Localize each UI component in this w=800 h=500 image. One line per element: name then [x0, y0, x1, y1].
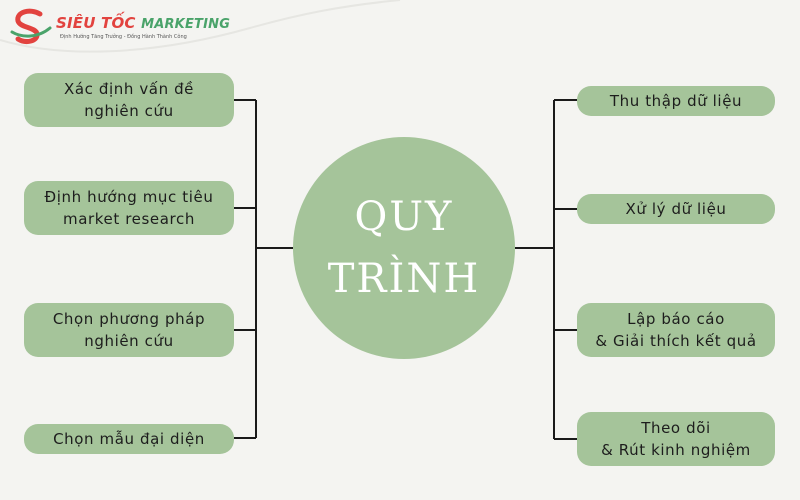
left-step-2: Chọn phương pháp nghiên cứu [24, 303, 234, 357]
left-step-label: Chọn mẫu đại diện [53, 430, 205, 448]
center-node: QUY TRÌNH [293, 137, 515, 359]
right-step-0: Thu thập dữ liệu [577, 86, 775, 116]
left-step-label: Chọn phương pháp nghiên cứu [52, 310, 206, 350]
brand-name: SIÊU TỐC MARKETING [56, 14, 230, 32]
brand-tagline: Định Hướng Tăng Trưởng - Đồng Hành Thành… [60, 34, 187, 40]
right-step-2: Lập báo cáo & Giải thích kết quả [577, 303, 775, 357]
left-step-label: Xác định vấn đề nghiên cứu [63, 80, 195, 120]
right-step-label: Xử lý dữ liệu [625, 200, 727, 218]
left-step-label: Định hướng mục tiêu market research [44, 188, 214, 228]
left-step-0: Xác định vấn đề nghiên cứu [24, 73, 234, 127]
left-step-1: Định hướng mục tiêu market research [24, 181, 234, 235]
right-step-1: Xử lý dữ liệu [577, 194, 775, 224]
right-step-label: Thu thập dữ liệu [609, 92, 743, 110]
s-swoosh-logo-icon [10, 8, 52, 44]
left-step-3: Chọn mẫu đại diện [24, 424, 234, 454]
brand-name-part2: MARKETING [141, 17, 231, 32]
brand-name-part1: SIÊU TỐC [56, 14, 136, 32]
brand-logo: SIÊU TỐC MARKETING Định Hướng Tăng Trưởn… [10, 8, 240, 48]
right-step-3: Theo dõi & Rút kinh nghiệm [577, 412, 775, 466]
right-step-label: Theo dõi & Rút kinh nghiệm [601, 419, 751, 459]
right-step-label: Lập báo cáo & Giải thích kết quả [595, 310, 757, 350]
center-title: QUY TRÌNH [327, 194, 481, 302]
